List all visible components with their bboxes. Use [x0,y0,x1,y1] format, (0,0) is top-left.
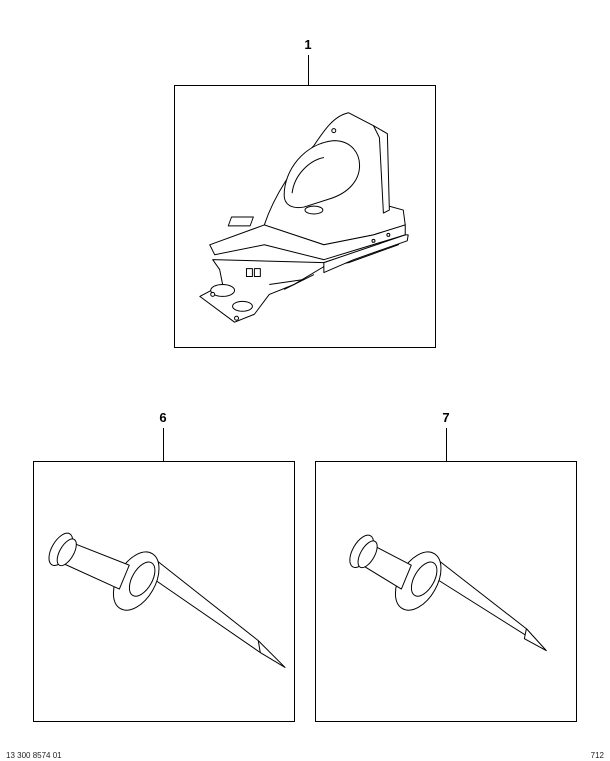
callout-leader-6 [163,428,164,461]
footer-document-code: 13 300 8574 01 [6,751,62,760]
callout-number-6: 6 [159,410,167,425]
callout-leader-7 [446,428,447,461]
callout-leader-1 [308,55,309,85]
callout-number-7: 7 [442,410,450,425]
callout-number-1: 1 [304,37,312,52]
floor-panel-icon [199,112,409,323]
part-panel-1[interactable] [174,85,436,348]
footer-page-code: 712 [590,751,604,760]
rivet-icon [48,532,286,668]
part-panel-7[interactable] [315,461,577,722]
part-panel-6[interactable] [33,461,295,722]
rivet-icon [349,534,547,652]
